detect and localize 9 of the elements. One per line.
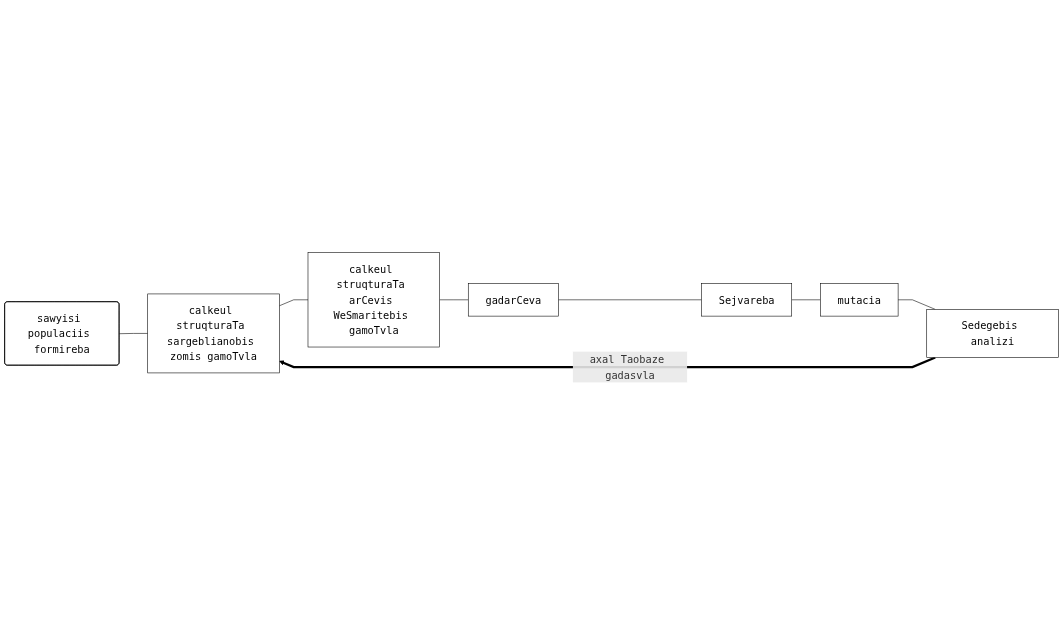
node-box: Sejvareba (701, 283, 792, 317)
node-box: mutacia (820, 283, 899, 317)
edge-label: axal Taobaze gadasvla (589, 353, 665, 382)
connector (279, 299, 309, 307)
node-box: gadarCeva (467, 283, 559, 317)
node-box: calkeul struqturaTa arCevis WeSmaritebis gamoTvla (307, 252, 440, 348)
node-box: Sedegebis analizi (926, 309, 1059, 359)
node-box: calkeul struqturaTa sargeblianobis zomis gamoTvla (147, 294, 280, 374)
connector (119, 333, 148, 335)
